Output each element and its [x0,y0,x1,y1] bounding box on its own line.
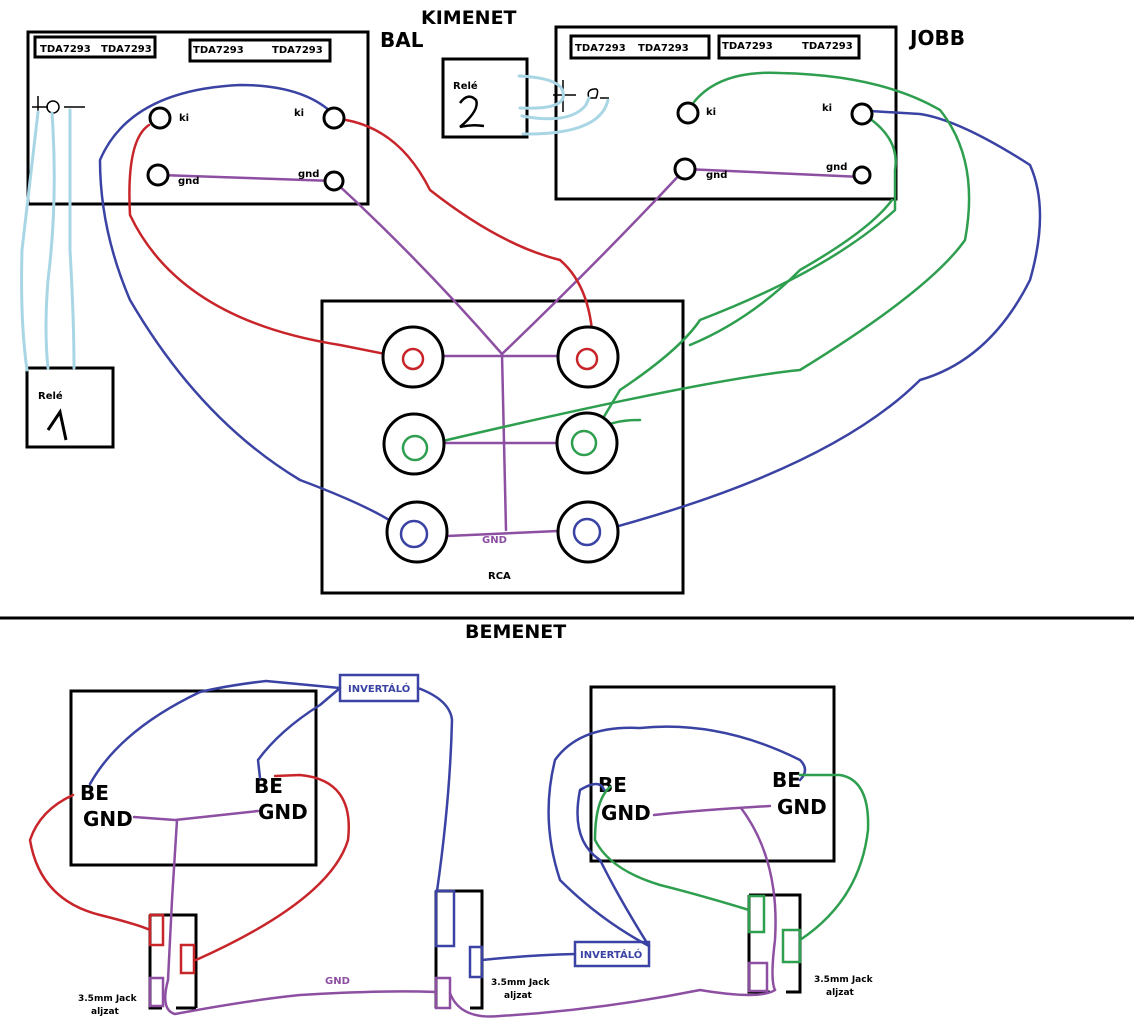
terminal-label: gnd [706,170,727,181]
rca-jack-red-right [556,325,620,389]
right-amp-label: JOBB [908,26,965,50]
input-label: BE [598,773,627,797]
jack-label: aljzat [91,1007,120,1017]
input-gnd-label: GND [83,807,133,831]
rca-jack-blue-left [385,500,449,564]
switch-symbol-left [32,96,85,118]
rca-gnd-label: GND [482,535,507,546]
inverter-label: INVERTÁLÓ [348,682,410,695]
chip-label: TDA7293 [638,43,689,54]
terminal-label: ki [822,103,832,114]
right-amp-terminals: ki ki gnd gnd [673,101,874,185]
left-amp-terminals: ki ki gnd gnd [146,106,346,192]
input-label: BE [254,774,283,798]
jack-label: 3.5mm Jack [78,994,138,1004]
jack-label: 3.5mm Jack [491,978,551,988]
chip-label: TDA7293 [193,45,244,56]
input-gnd-label: GND [777,795,827,819]
jack-right: 3.5mm Jack aljzat [747,893,874,998]
relay-1: Relé [25,366,115,449]
chip-label: TDA7293 [40,44,91,55]
relay-wires [20,74,610,372]
terminal-label: ki [179,113,189,124]
output-terminal [322,106,346,130]
relay-number-glyph [46,408,68,441]
gnd-terminal [323,170,345,192]
input-label: BE [80,781,109,805]
switch-symbol-right [553,80,609,112]
left-amp-label: BAL [380,28,424,52]
rca-connectors [381,325,620,564]
jack-label: aljzat [826,988,855,998]
gnd-terminal [852,165,872,185]
gnd-terminal [146,163,170,187]
rca-label: RCA [488,571,511,582]
input-gnd-label: GND [601,801,651,825]
input-gnd-label: GND [325,976,350,987]
output-terminal [148,106,172,130]
gnd-terminal [673,157,697,181]
left-amp-board: TDA7293 TDA7293 TDA7293 TDA7293 BAL [26,28,424,206]
inverter-label: INVERTÁLÓ [580,948,642,961]
input-wires [28,679,870,1018]
inverter-top: INVERTÁLÓ [338,673,420,703]
rca-jack-red-left [381,325,445,389]
relay-number-glyph [458,95,485,129]
output-section-title: KIMENET [421,7,517,29]
relay-2: Relé [441,57,529,139]
jack-label: aljzat [504,991,533,1001]
relay-label: Relé [453,80,478,92]
chip-label: TDA7293 [802,41,853,52]
input-section-title: BEMENET [465,621,566,643]
rca-jack-green-left [382,412,446,476]
input-label: BE [772,768,801,792]
output-terminal [676,101,700,125]
input-gnd-label: GND [258,800,308,824]
terminal-label: ki [294,108,304,119]
rca-block: RCA [320,299,685,595]
terminal-label: ki [706,107,716,118]
terminal-label: gnd [298,169,319,180]
chip-label: TDA7293 [722,41,773,52]
inverter-bottom: INVERTÁLÓ [573,940,651,968]
jack-left: 3.5mm Jack aljzat [78,913,198,1017]
jack-label: 3.5mm Jack [814,975,874,985]
terminal-label: gnd [826,162,847,173]
jack-middle: 3.5mm Jack aljzat [434,889,551,1010]
relay-label: Relé [38,390,63,402]
right-amp-board: TDA7293 TDA7293 TDA7293 TDA7293 JOBB [554,25,965,201]
chip-label: TDA7293 [575,43,626,54]
rca-jack-blue-right [556,500,620,564]
output-terminal [850,102,874,126]
chip-label: TDA7293 [272,45,323,56]
rca-jack-green-right [555,411,619,475]
chip-label: TDA7293 [101,44,152,55]
terminal-label: gnd [178,176,199,187]
